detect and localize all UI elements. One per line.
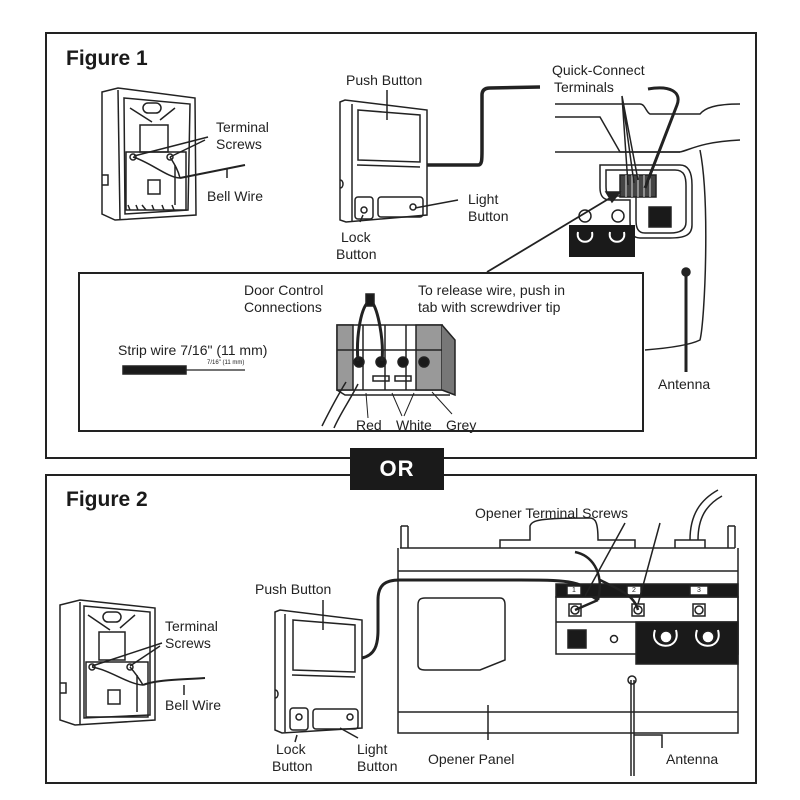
figure-1-antenna-label: Antenna bbox=[658, 376, 711, 392]
figure-2-bell-wire-label: Bell Wire bbox=[165, 697, 222, 713]
wire-color-grey-label: Grey bbox=[446, 417, 477, 433]
figure-1-push-button-label: Push Button bbox=[346, 72, 423, 88]
or-separator: OR bbox=[350, 448, 444, 490]
terminal-number-1: 1 bbox=[572, 587, 576, 594]
opener-panel-figure-2 bbox=[397, 489, 739, 776]
figure-1-light-button-label: Light Button bbox=[468, 191, 509, 224]
figure-1-title: Figure 1 bbox=[66, 47, 148, 70]
opener-terminal-screws-label: Opener Terminal Screws bbox=[475, 505, 629, 521]
figure-1-bell-wire-label: Bell Wire bbox=[207, 188, 264, 204]
wire-color-red-label: Red bbox=[356, 417, 382, 433]
figure-2-terminal-screws-label: Terminal Screws bbox=[165, 618, 218, 651]
strip-wire-label: Strip wire 7/16" (11 mm) bbox=[118, 342, 268, 358]
push-button-device-figure-1 bbox=[339, 85, 541, 223]
push-button-device-figure-2 bbox=[274, 578, 599, 743]
wall-plate-figure-1 bbox=[101, 87, 246, 221]
release-wire-note: To release wire, push in tab with screwd… bbox=[418, 282, 566, 315]
opener-panel-label: Opener Panel bbox=[428, 751, 515, 767]
figure-2-lock-button-label: Lock Button bbox=[272, 741, 313, 774]
strip-dimension-label: 7/16" (11 mm) bbox=[207, 360, 245, 366]
quick-connect-terminals-label: Quick-Connect Terminals bbox=[552, 62, 645, 95]
wall-plate-figure-2 bbox=[59, 599, 206, 726]
figure-2-light-button-label: Light Button bbox=[357, 741, 398, 774]
figure-1-lock-button-label: Lock Button bbox=[336, 229, 377, 262]
terminal-number-3: 3 bbox=[697, 587, 701, 594]
figure-2-push-button-label: Push Button bbox=[255, 581, 332, 597]
figure-2-title: Figure 2 bbox=[66, 488, 148, 511]
wire-color-white-label: White bbox=[396, 417, 432, 433]
figure-1-terminal-screws-label: Terminal Screws bbox=[216, 119, 269, 152]
door-control-connections-label: Door Control Connections bbox=[244, 282, 324, 315]
terminal-number-2: 2 bbox=[632, 587, 636, 594]
terminal-block bbox=[321, 293, 456, 429]
opener-unit-figure-1 bbox=[486, 86, 741, 372]
figure-2-antenna-label: Antenna bbox=[666, 751, 719, 767]
